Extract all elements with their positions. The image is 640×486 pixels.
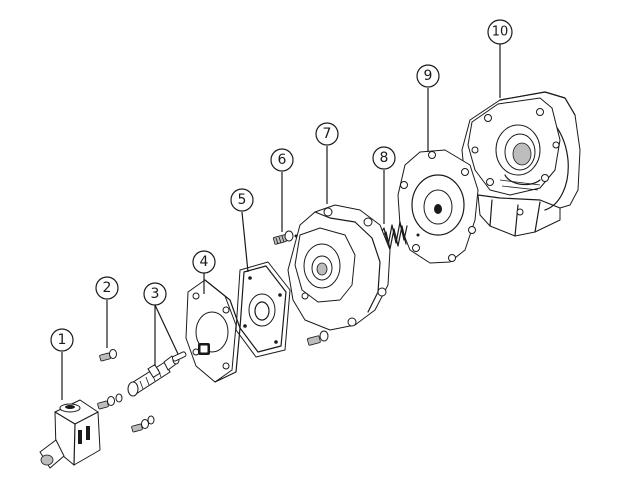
callout-label-1: 1 [58,332,67,348]
callout-4: 4 [192,250,216,274]
part-2-screw-bottom [131,415,155,433]
part-7-screw [306,330,329,346]
callout-label-8: 8 [380,150,389,166]
leader-5 [241,211,249,273]
callout-6: 6 [270,148,294,172]
leader-lines [61,44,501,400]
callout-circle-6 [270,148,294,172]
callout-3: 3 [143,282,167,306]
part-3-plunger [127,355,180,397]
callout-7: 7 [315,122,339,146]
callout-label-7: 7 [323,126,332,142]
callout-8: 8 [372,146,396,170]
callout-circle-3 [143,282,167,306]
callout-label-4: 4 [200,254,209,270]
callout-circle-4 [192,250,216,274]
part-10-valve-body [461,91,581,237]
part-7-cover [287,204,391,331]
callout-circle-9 [416,64,440,88]
part-6-screw [272,230,294,245]
callout-label-10: 10 [492,25,509,40]
callout-10: 10 [487,19,513,45]
part-2-screw-mid [97,393,123,410]
callout-9: 9 [416,64,440,88]
callout-2: 2 [95,276,119,300]
part-3-pin [171,351,187,362]
part-4-plate [185,279,241,383]
callout-circle-7 [315,122,339,146]
callout-circle-10 [487,19,513,45]
callout-label-9: 9 [424,68,433,84]
leader-3b [154,304,179,355]
part-5-gasket [235,261,291,358]
part-2-screw-top [99,349,117,362]
callout-circle-1 [50,328,74,352]
callout-circle-5 [230,188,254,212]
part-1-solenoid-coil [39,399,101,469]
callout-label-6: 6 [278,152,287,168]
callout-5: 5 [230,188,254,212]
callout-1: 1 [50,328,74,352]
callout-circle-8 [372,146,396,170]
callout-label-5: 5 [238,192,247,208]
callout-label-2: 2 [103,280,112,296]
callout-label-3: 3 [151,286,160,302]
part-9-diaphragm [397,149,479,264]
callout-circle-2 [95,276,119,300]
